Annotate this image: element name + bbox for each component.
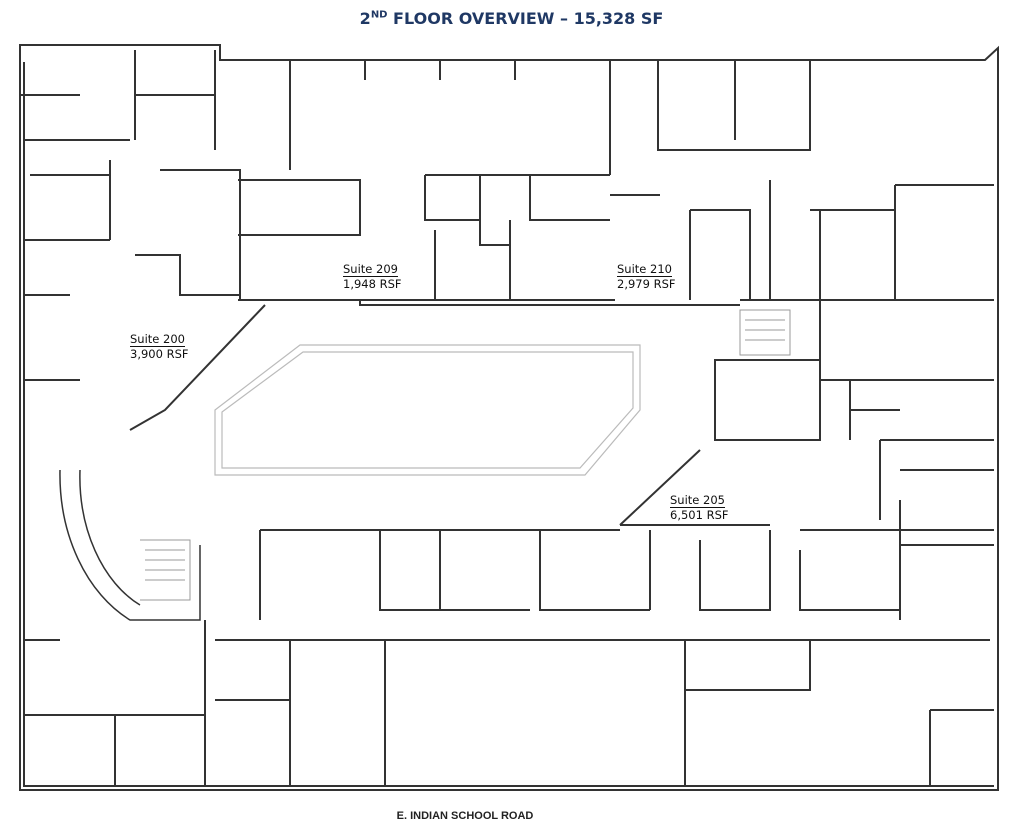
walls	[19, 44, 999, 791]
atrium-outline	[214, 344, 641, 476]
street-label: E. INDIAN SCHOOL ROAD	[396, 810, 534, 822]
curved-stair	[59, 469, 201, 621]
page-title: 2ND FLOOR OVERVIEW – 15,328 SF	[359, 9, 664, 28]
stairs	[140, 309, 791, 601]
